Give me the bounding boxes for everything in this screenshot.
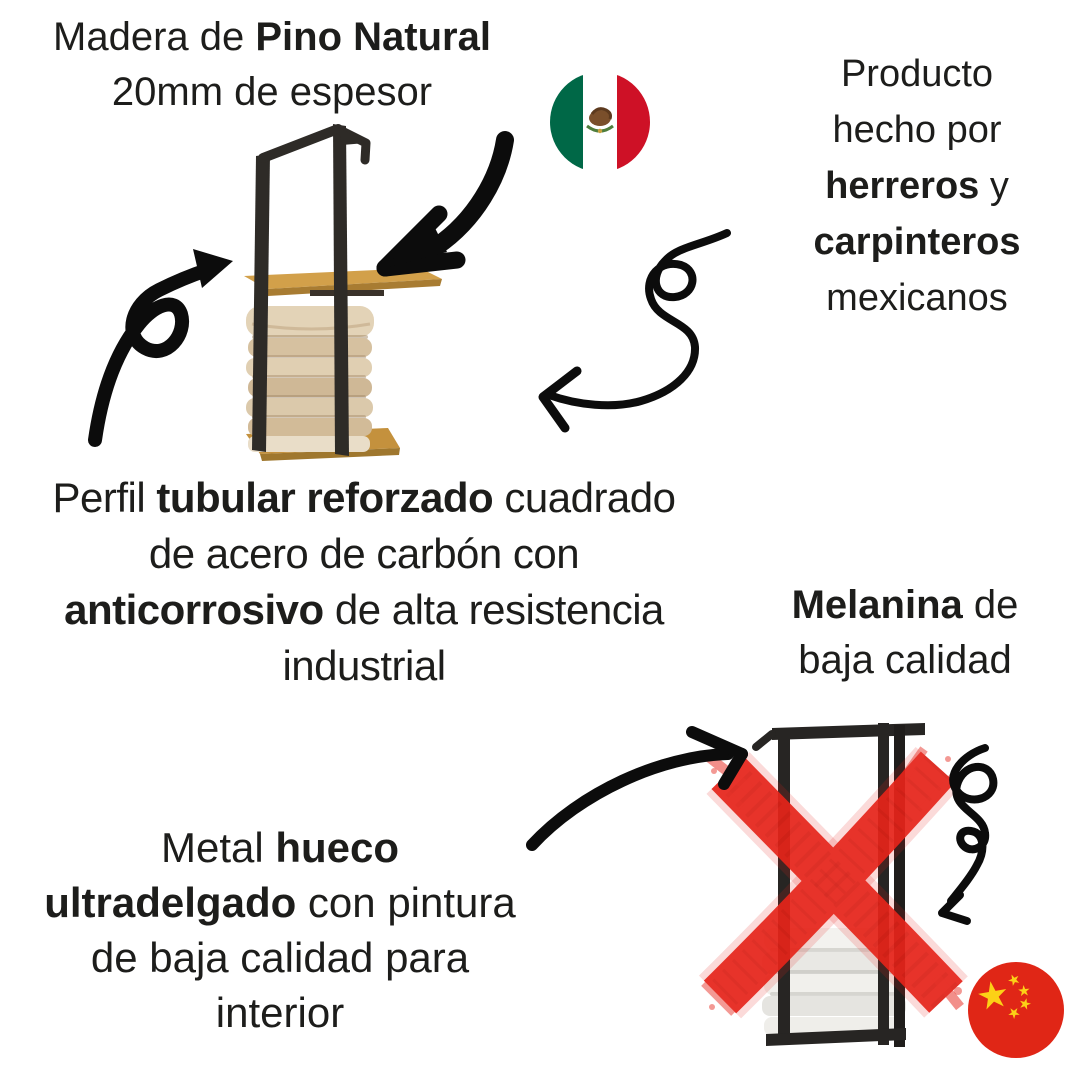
claim-wood-text: Madera de Pino Natural 20mm de espesor xyxy=(12,10,532,120)
loop-arrow-up-right-icon xyxy=(88,249,233,447)
claim-artisans-text: Producto hecho por herreros y carpintero… xyxy=(762,46,1072,326)
text-line: carpinteros xyxy=(813,221,1021,263)
text-line: 20mm de espesor xyxy=(111,70,433,114)
text-line: Melanina de xyxy=(791,583,1019,627)
text-line: mexicanos xyxy=(826,277,1008,319)
claim-melamine-text: Melanina de baja calidad xyxy=(740,578,1070,688)
text-line: Producto xyxy=(840,53,994,95)
claim-hollow-metal-text: Metal hueco ultradelgado con pintura de … xyxy=(0,820,560,1040)
text-line: industrial xyxy=(282,642,446,689)
good-product-image xyxy=(244,124,442,461)
claim-steel-text: Perfil tubular reforzado cuadrado de ace… xyxy=(8,470,720,694)
text-line: Madera de Pino Natural xyxy=(53,15,491,59)
text-line: interior xyxy=(215,989,345,1036)
text-line: hecho por xyxy=(832,109,1002,151)
text-line: Metal hueco xyxy=(160,824,400,871)
curve-arrow-to-bad-product-icon xyxy=(526,726,748,851)
metal-frame xyxy=(252,124,371,456)
text-line: herreros y xyxy=(825,165,1009,207)
china-flag-icon xyxy=(968,962,1064,1058)
big-arrow-to-good-product-icon xyxy=(376,131,514,277)
text-line: anticorrosivo de alta resistencia xyxy=(64,586,664,633)
spring-arrow-down-icon xyxy=(938,744,998,925)
text-line: Perfil tubular reforzado cuadrado xyxy=(52,474,676,521)
curl-arrow-down-left-icon xyxy=(538,229,731,433)
text-line: de baja calidad para xyxy=(90,934,470,981)
red-cross-icon xyxy=(698,746,968,1019)
text-line: de acero de carbón con xyxy=(148,530,580,577)
mexico-flag-icon xyxy=(550,72,650,172)
text-line: ultradelgado con pintura xyxy=(44,879,516,926)
text-line: baja calidad xyxy=(798,638,1012,682)
